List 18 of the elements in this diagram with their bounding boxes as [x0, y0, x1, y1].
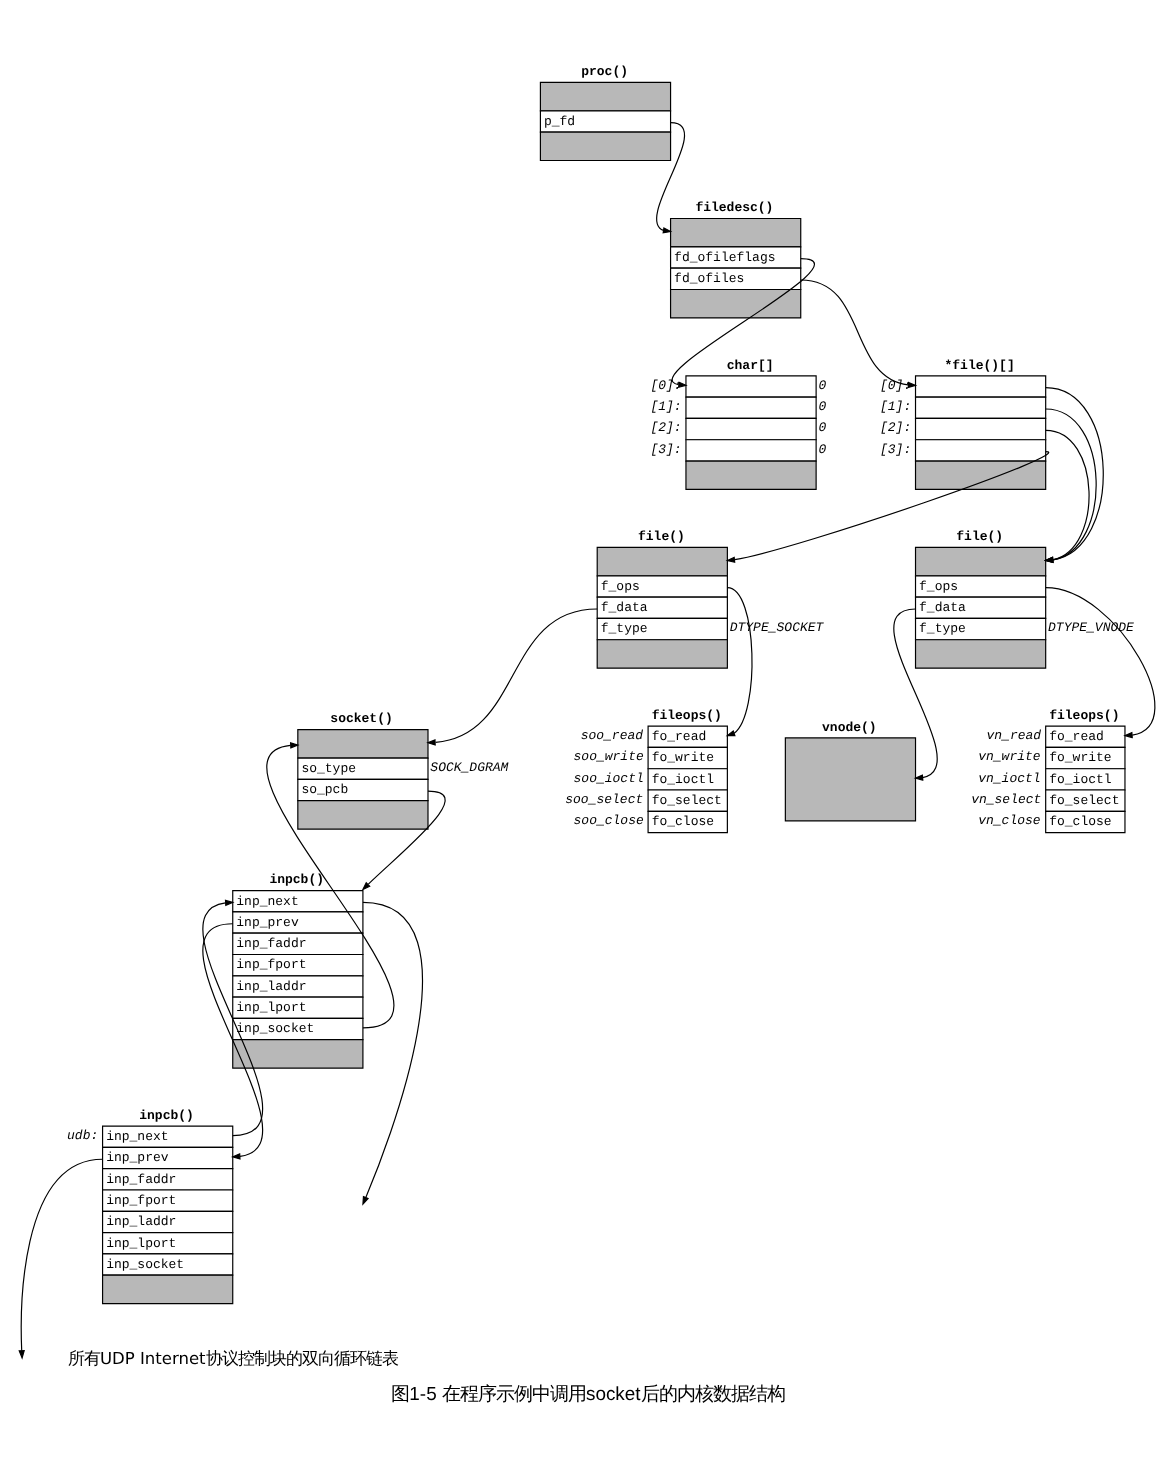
- label: 所有UDP Internet协议控制块的双向循环链表: [67, 1346, 398, 1367]
- arrow: [362, 900, 423, 1205]
- arrow: [725, 450, 1049, 562]
- arrow: [202, 898, 263, 1136]
- arrow: [18, 1157, 104, 1359]
- caption: 图1-5 在程序示例中调用socket后的内核数据结构: [391, 1383, 785, 1406]
- arrow: [893, 607, 938, 780]
- arrow: [656, 121, 685, 233]
- arrow: [725, 586, 753, 736]
- arrow: [1043, 407, 1097, 563]
- arrow: [426, 607, 598, 745]
- arrow: [202, 922, 263, 1159]
- arrow: [1043, 386, 1104, 563]
- arrow: [1043, 428, 1090, 562]
- arrow: [1045, 586, 1156, 738]
- arrow: [800, 278, 918, 388]
- arrow: [361, 789, 446, 890]
- arrow: [266, 741, 395, 1028]
